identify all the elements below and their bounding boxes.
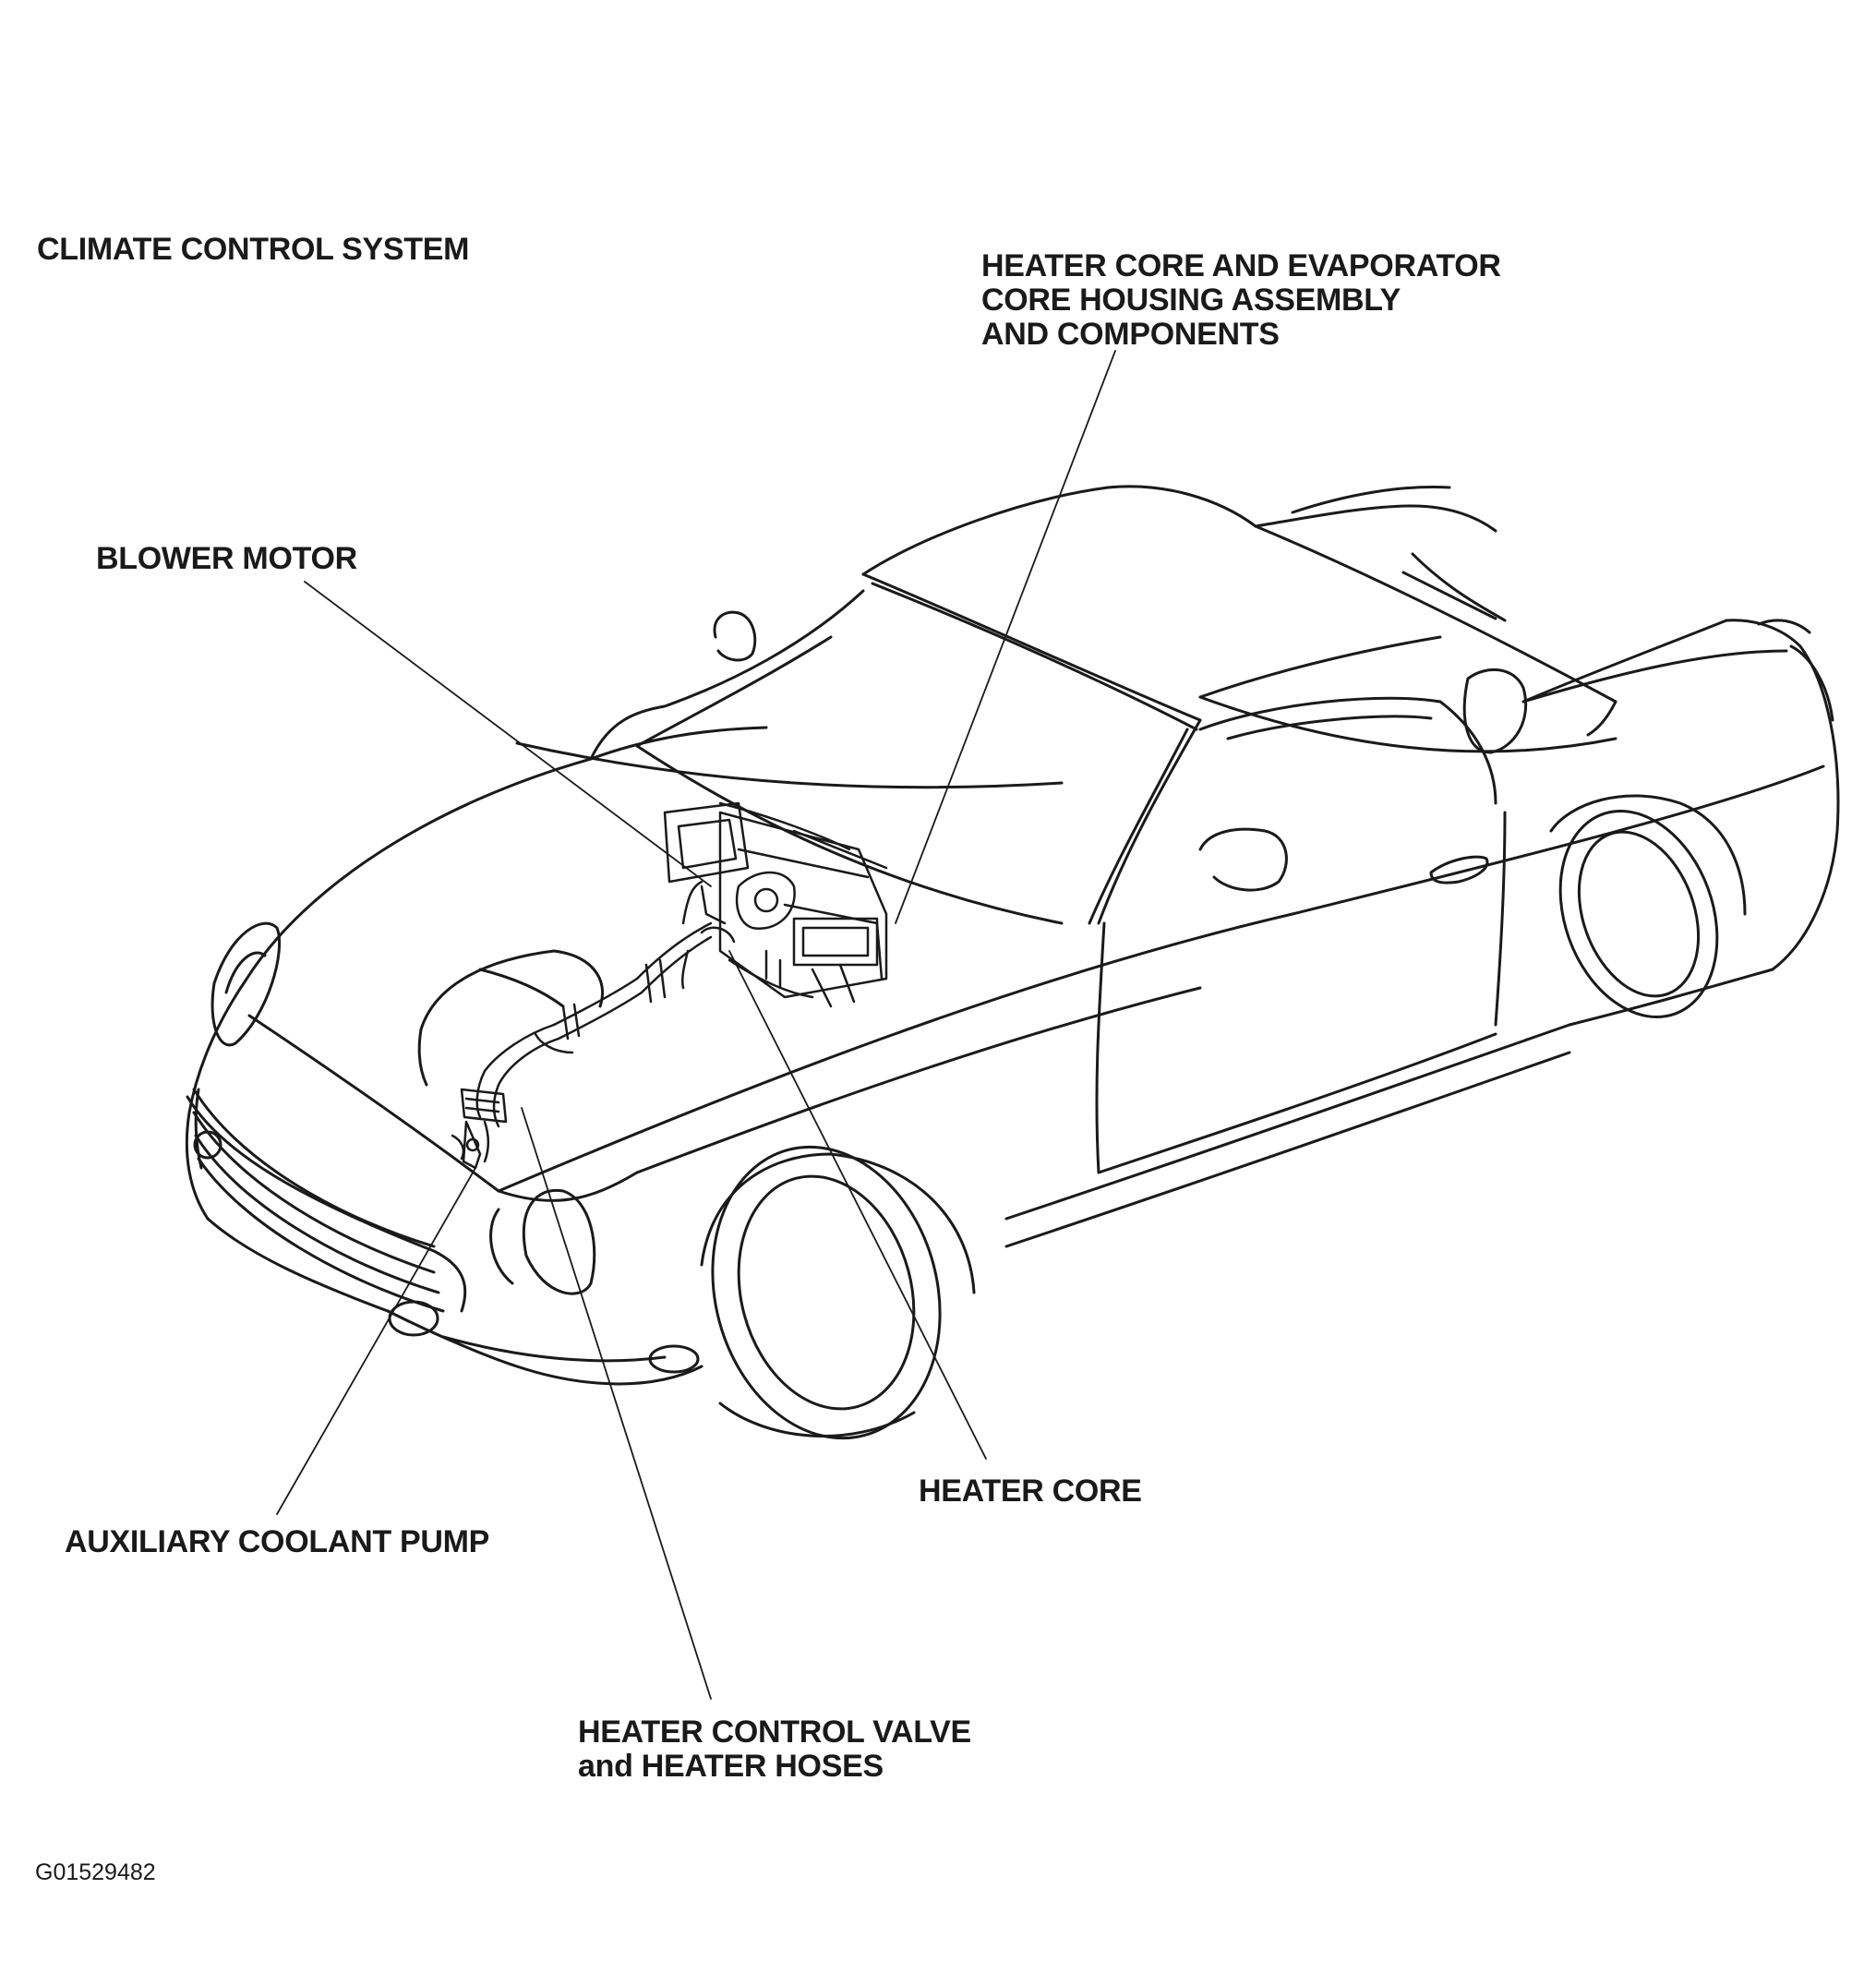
aux-pump-and-valve [451,1088,508,1170]
callout-aux-coolant-pump: AUXILIARY COOLANT PUMP [65,1524,489,1559]
windshield [589,589,1202,925]
heater-hoses [475,880,713,1128]
callout-heater-core: HEATER CORE [919,1474,1142,1509]
callout-heater-control-valve: HEATER CONTROL VALVE and HEATER HOSES [578,1715,971,1784]
callout-heater-housing-line-2: CORE HOUSING ASSEMBLY [981,283,1401,318]
callout-heater-housing-line-3: AND COMPONENTS [981,317,1280,352]
front-wheel [700,1145,976,1440]
diagram-title: CLIMATE CONTROL SYSTEM [37,232,470,267]
car-body [185,619,1840,1386]
headlights [210,921,596,1295]
hood-bulge [417,949,605,1087]
leader-lines [276,350,1116,1700]
callout-heater-housing-line-1: HEATER CORE AND EVAPORATOR [981,248,1501,283]
hardtop [713,485,1617,754]
door [1095,696,1507,1174]
callout-heater-control-valve-line-2: and HEATER HOSES [578,1749,884,1784]
figure-id: G01529482 [35,1859,156,1885]
callout-blower-motor: BLOWER MOTOR [96,541,357,576]
grille [192,1088,700,1374]
callout-heater-housing: HEATER CORE AND EVAPORATOR CORE HOUSING … [981,249,1501,352]
callout-heater-control-valve-line-1: HEATER CONTROL VALVE [578,1714,971,1750]
rear-wheel [1549,794,1747,1018]
heater-housing-assembly [663,801,888,1008]
